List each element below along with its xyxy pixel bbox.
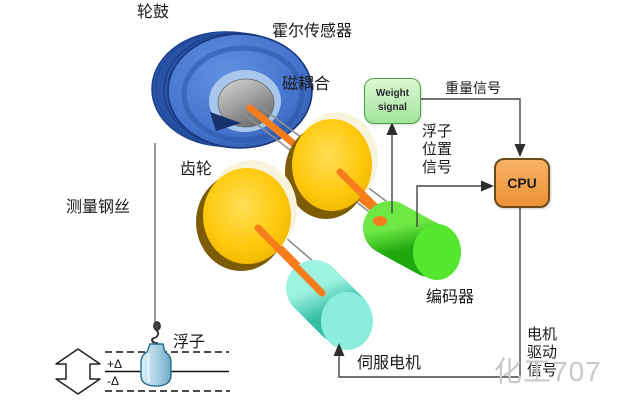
weight-box-line2: signal [378,102,407,113]
servo-motor-label: 伺服电机 [357,355,422,372]
motor-drive-line1: 电机 [527,326,558,343]
weight-box-line1: Weight [375,88,410,99]
motor-drive-signal-label: 电机 驱动 信号 [527,326,557,380]
magnetic-coupling-label: 磁耦合 [282,76,331,93]
servo-motor-graphic [286,260,373,350]
signal-arrowheads [333,122,526,356]
float-position-line1: 浮子 [422,123,453,140]
signal-lines [338,98,521,378]
wire-hook [151,321,161,345]
wheel-drum-label: 轮鼓 [137,4,170,21]
float-graphic [140,343,172,387]
cpu-box-label: CPU [507,175,537,191]
measuring-wire-label: 测量钢丝 [66,199,131,216]
gear-label: 齿轮 [180,161,213,178]
lower-gear-graphic [196,160,297,271]
minus-delta-label: -Δ [107,374,120,388]
weight-signal-box: Weight signal [364,78,421,124]
motor-drive-line2: 驱动 [527,344,558,361]
float-position-line3: 信号 [422,159,453,176]
encoder-label: 编码器 [426,289,475,306]
float-label: 浮子 [173,334,206,351]
wheel-drum-graphic [151,31,313,149]
weight-signal-label: 重量信号 [445,80,501,96]
encoder-graphic [363,201,461,280]
motor-drive-line3: 信号 [527,362,558,379]
drive-shaft-lower-front [254,224,326,297]
hall-sensor-label: 霍尔传感器 [272,23,353,40]
level-range-arrow [55,348,101,395]
float-position-signal-label: 浮子 位置 信号 [422,123,452,177]
watermark-text: 化工707 [494,356,602,387]
plus-delta-label: +Δ [107,357,123,371]
float-position-line2: 位置 [422,141,453,158]
cpu-box: CPU [494,158,550,208]
